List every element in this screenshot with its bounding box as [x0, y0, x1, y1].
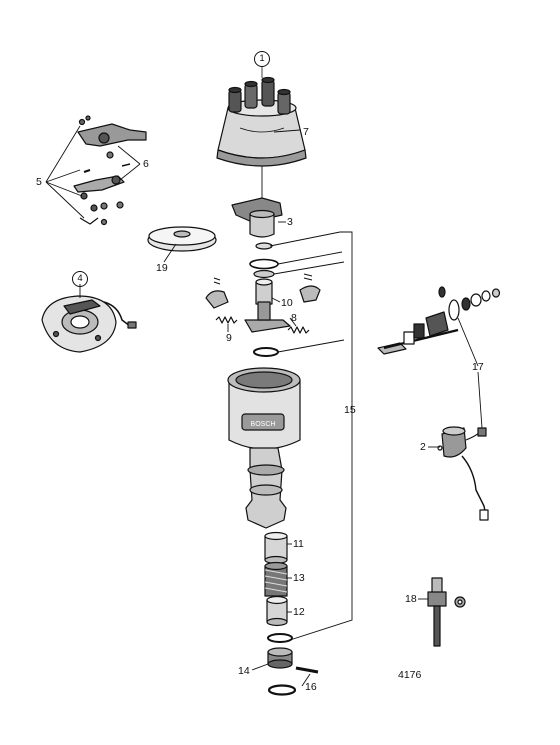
- condenser: [437, 426, 489, 521]
- leader-lines: [45, 125, 483, 687]
- label-5: 5: [36, 176, 42, 188]
- contact-breaker-parts: [73, 115, 147, 226]
- label-15: 15: [344, 404, 356, 416]
- label-13: 13: [293, 572, 305, 584]
- distributor-cap: [216, 76, 307, 167]
- label-8: 8: [291, 312, 297, 324]
- label-9: 9: [226, 332, 232, 344]
- label-10: 10: [281, 297, 293, 309]
- dust-cover: [147, 226, 217, 252]
- drive-gear: [267, 647, 293, 669]
- label-7: 7: [303, 126, 309, 138]
- distributor-housing: BOSCH: [227, 367, 301, 529]
- label-3: 3: [287, 216, 293, 228]
- label-2: 2: [420, 441, 426, 453]
- breaker-plate-assembly: [41, 295, 137, 353]
- label-16: 16: [305, 681, 317, 693]
- rotor: [231, 197, 283, 238]
- callout-1: 1: [254, 51, 270, 67]
- condenser-bracket-parts: [377, 286, 501, 355]
- figure-number: 4176: [398, 669, 422, 681]
- label-11: 11: [293, 538, 304, 550]
- label-14: 14: [238, 665, 250, 677]
- bushing-lower: [266, 595, 288, 627]
- advance-shaft: [244, 278, 291, 333]
- terminal-bolt: [427, 577, 466, 647]
- drive-spring: [264, 561, 288, 597]
- svg-text:BOSCH: BOSCH: [251, 421, 276, 428]
- bushing-upper: [264, 531, 288, 565]
- callout-4: 4: [72, 271, 88, 287]
- label-19: 19: [156, 262, 168, 274]
- label-18: 18: [405, 593, 417, 605]
- label-6: 6: [143, 158, 149, 170]
- label-12: 12: [293, 606, 305, 618]
- label-17: 17: [472, 361, 484, 373]
